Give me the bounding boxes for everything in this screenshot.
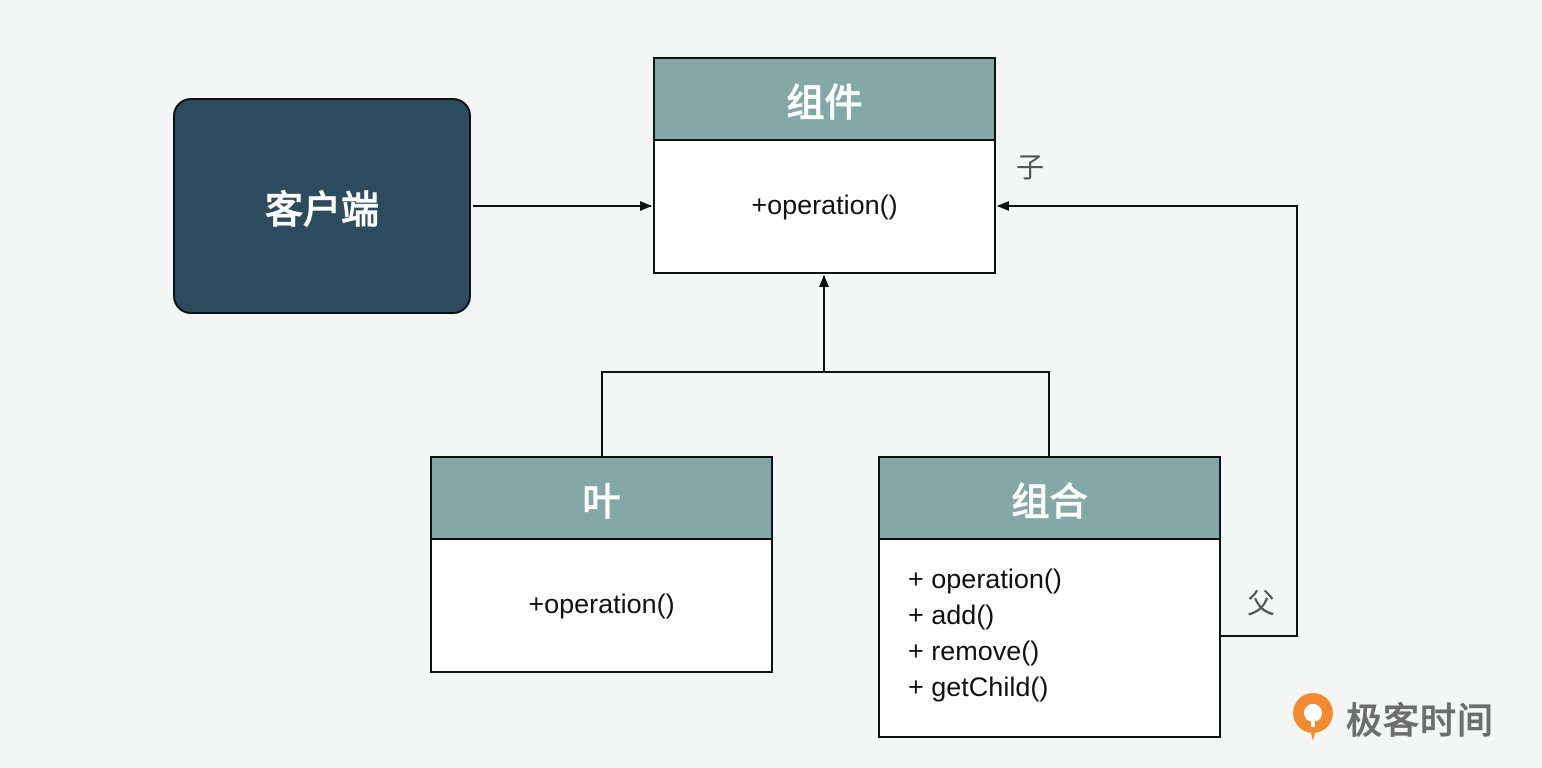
brand-logo-icon <box>1293 693 1333 741</box>
composite-class-box: 组合 + operation() + add() + remove() + ge… <box>878 456 1221 738</box>
component-class-title: 组件 <box>786 82 863 125</box>
brand-logo: 极客时间 <box>1290 688 1520 748</box>
brand-name: 极客时间 <box>1346 700 1495 741</box>
parent-edge-label: 父 <box>1247 588 1276 619</box>
composite-class-body: + operation() + add() + remove() + getCh… <box>880 538 1219 736</box>
component-class-body: +operation() <box>655 139 994 272</box>
leaf-class-body: +operation() <box>432 538 771 671</box>
component-class-box: 组件 +operation() <box>653 57 996 274</box>
component-class-header: 组件 <box>655 59 994 141</box>
leaf-class-title: 叶 <box>582 481 621 524</box>
composite-to-component-arrow <box>997 201 1298 637</box>
composite-method-add: + add() <box>908 600 995 630</box>
composite-method-operation: + operation() <box>908 564 1062 594</box>
component-method: +operation() <box>751 190 898 220</box>
composite-method-getchild: + getChild() <box>908 672 1049 702</box>
leaf-method: +operation() <box>528 589 675 619</box>
client-label: 客户端 <box>264 189 379 232</box>
leaf-class-header: 叶 <box>432 458 771 540</box>
composite-class-header: 组合 <box>880 458 1219 540</box>
leaf-class-box: 叶 +operation() <box>430 456 773 673</box>
composite-class-title: 组合 <box>1011 481 1088 524</box>
composite-branch-line <box>824 371 1050 456</box>
client-box: 客户端 <box>173 98 471 314</box>
child-edge-label: 子 <box>1016 152 1045 183</box>
composite-method-remove: + remove() <box>908 636 1040 666</box>
leaf-branch-line <box>601 371 824 456</box>
